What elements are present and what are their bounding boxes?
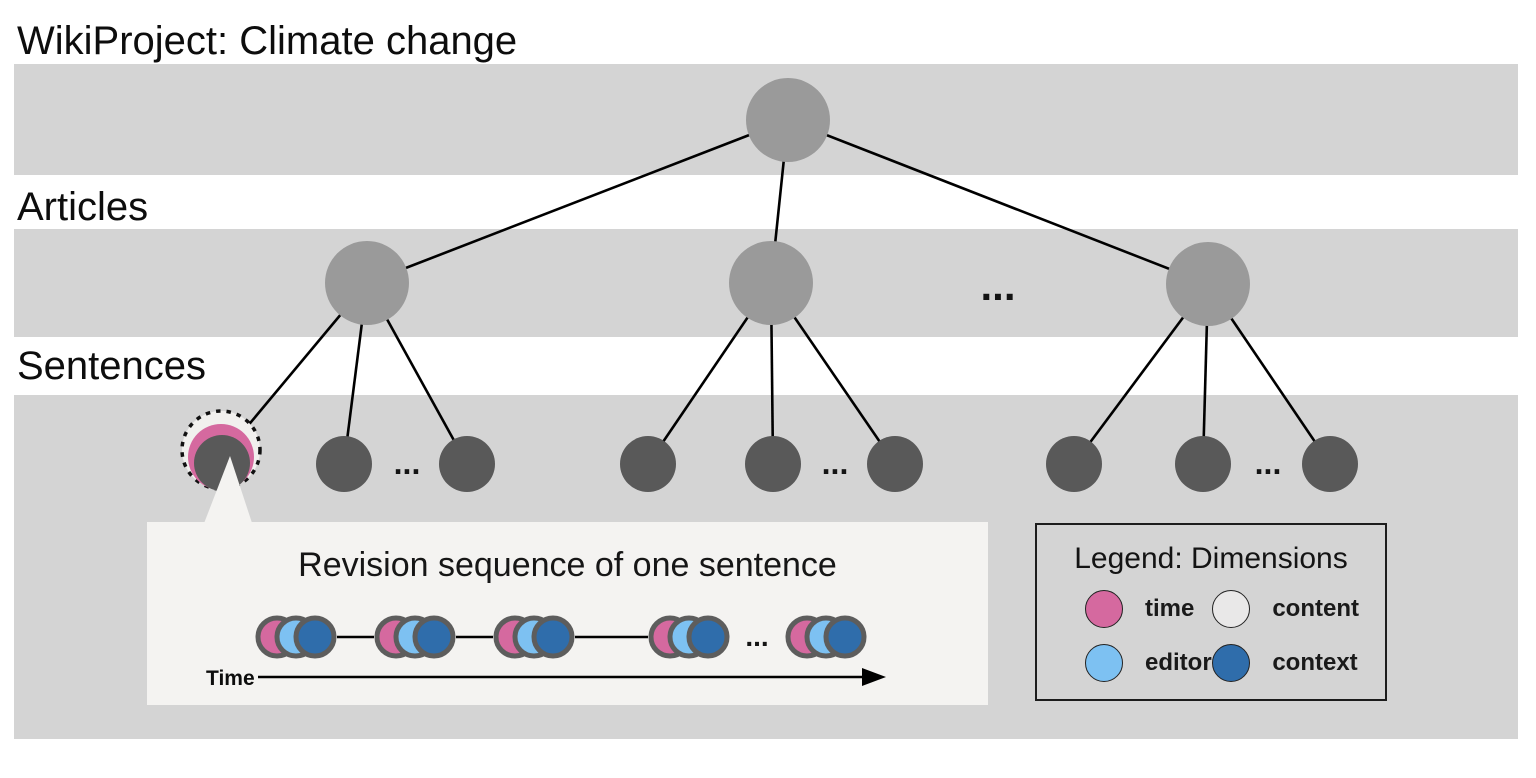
revision-cluster xyxy=(648,615,730,659)
revision-cluster xyxy=(493,615,575,659)
revision-cluster xyxy=(785,615,867,659)
revision-cluster xyxy=(255,615,337,659)
sentence-node xyxy=(867,436,923,492)
edge-root-article1 xyxy=(366,118,789,285)
revision-sequence: ... Time xyxy=(206,615,886,690)
article-node-3 xyxy=(1166,242,1250,326)
legend-box: Legend: Dimensions time content editor c… xyxy=(1035,523,1387,701)
sentence-node xyxy=(745,436,801,492)
sentence-node xyxy=(1175,436,1231,492)
legend-title: Legend: Dimensions xyxy=(1074,542,1348,575)
time-dimension-icon xyxy=(1085,590,1123,628)
sentences-ellipsis-2: ... xyxy=(822,445,849,481)
root-node-wikiproject xyxy=(746,78,830,162)
sentences-level-label: Sentences xyxy=(17,344,207,388)
sentence-node xyxy=(1302,436,1358,492)
legend-item-context: context xyxy=(1212,644,1359,682)
legend-item-content: content xyxy=(1212,590,1359,628)
revision-cluster xyxy=(374,615,456,659)
time-axis-arrowhead xyxy=(862,668,886,686)
article-node-1 xyxy=(325,241,409,325)
page-title: WikiProject: Climate change xyxy=(17,19,518,63)
sentences-ellipsis-1: ... xyxy=(394,445,421,481)
article-node-2 xyxy=(729,241,813,325)
edge-root-article3 xyxy=(787,118,1209,286)
content-dimension-icon xyxy=(1212,590,1251,628)
sentence-node xyxy=(1046,436,1102,492)
legend-item-label: time xyxy=(1145,595,1195,622)
legend-item-time: time xyxy=(1085,590,1212,628)
articles-level-label: Articles xyxy=(17,185,149,229)
sentence-node xyxy=(316,436,372,492)
time-axis-label: Time xyxy=(206,667,255,690)
sentence-node-highlighted xyxy=(180,409,262,526)
sentence-node xyxy=(439,436,495,492)
legend-item-label: context xyxy=(1272,649,1358,676)
legend-grid: time content editor context xyxy=(1037,576,1385,682)
legend-item-label: content xyxy=(1272,595,1359,622)
sentences-ellipsis-3: ... xyxy=(1255,445,1282,481)
articles-ellipsis: ... xyxy=(980,262,1015,309)
legend-item-label: editor xyxy=(1145,649,1212,676)
callout-pointer xyxy=(203,456,253,526)
legend-item-editor: editor xyxy=(1085,644,1212,682)
sentence-node xyxy=(620,436,676,492)
revision-clusters xyxy=(255,615,867,659)
callout-title: Revision sequence of one sentence xyxy=(298,546,837,584)
sequence-ellipsis: ... xyxy=(745,621,768,652)
revision-sequence-callout: Revision sequence of one sentence xyxy=(147,522,988,705)
editor-dimension-icon xyxy=(1085,644,1123,682)
context-dimension-icon xyxy=(1212,644,1251,682)
